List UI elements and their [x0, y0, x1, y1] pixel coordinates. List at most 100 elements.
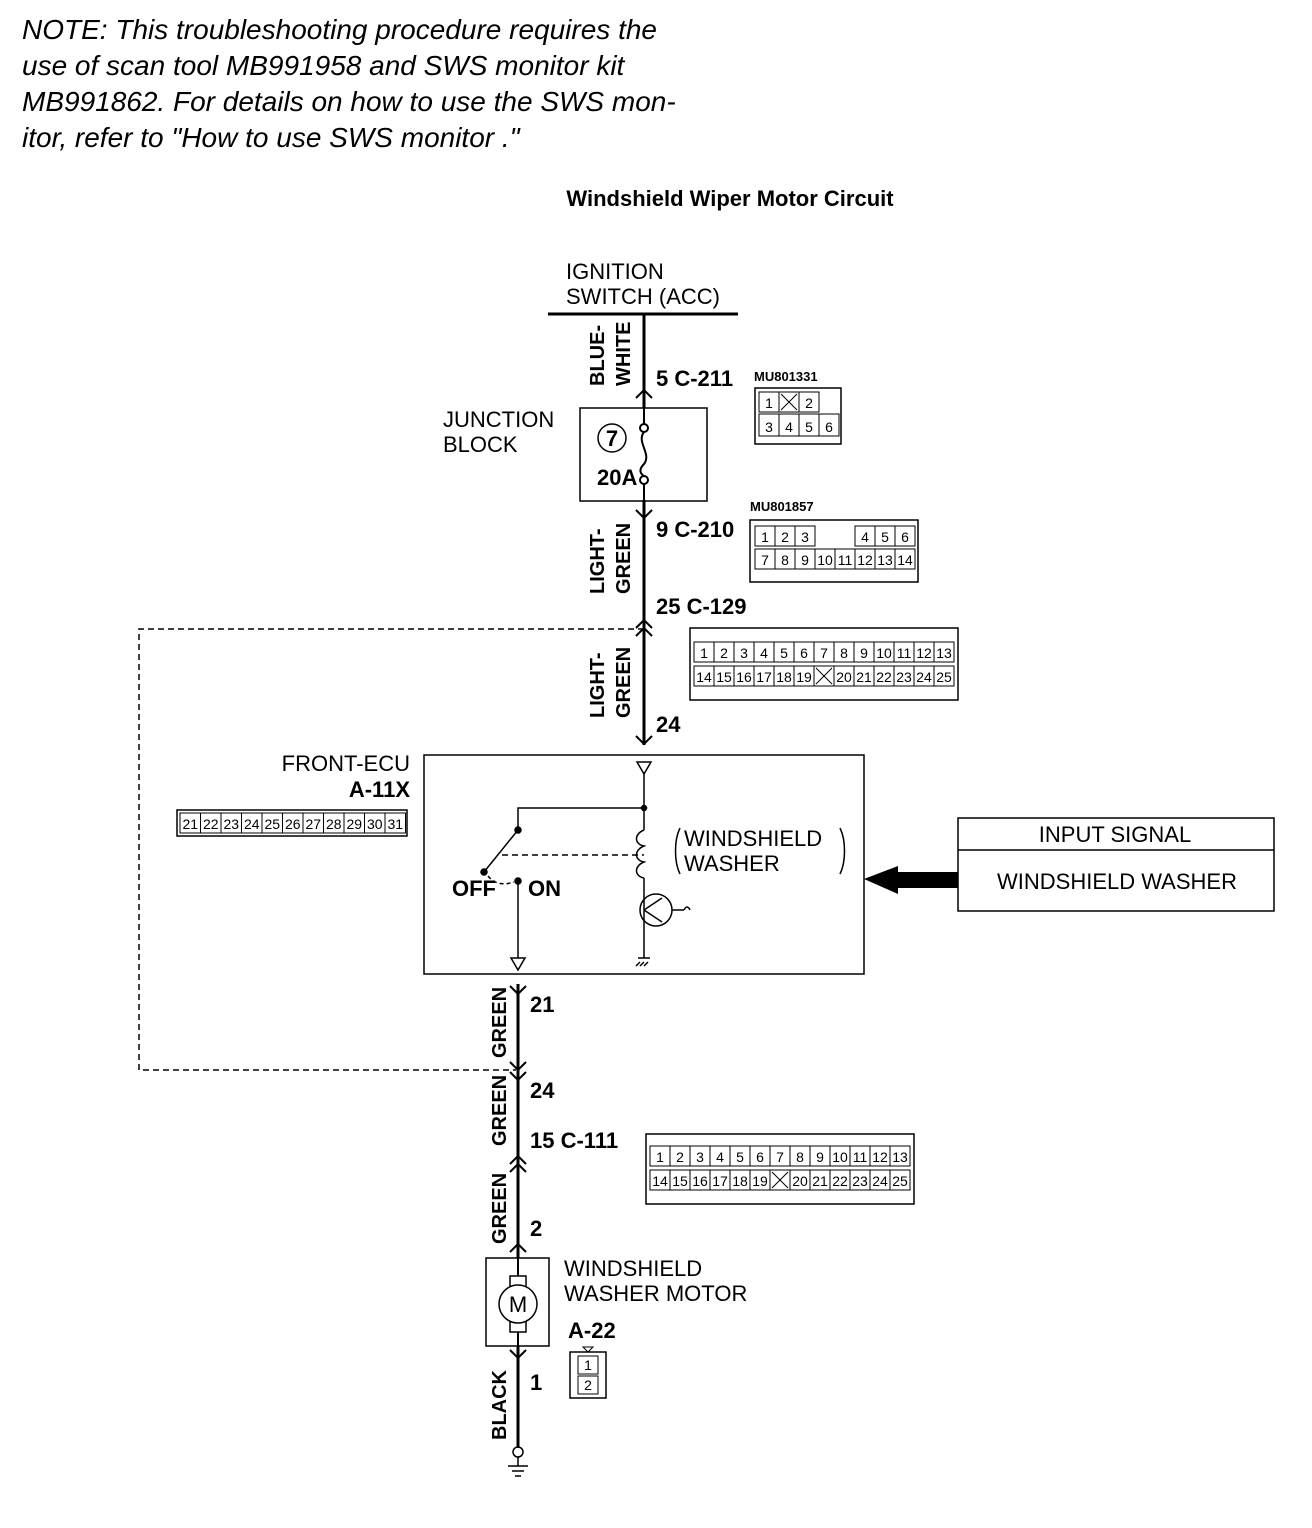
input-arrow-icon	[864, 866, 958, 894]
mu801331-pin-label: 3	[765, 419, 773, 435]
c129-pin-label: 7	[820, 645, 828, 661]
c129-pin-label: 25	[936, 669, 952, 685]
junction-block: JUNCTION BLOCK 7 20A	[443, 407, 708, 502]
front-ecu-label: FRONT-ECU	[282, 751, 410, 776]
note-line-3: MB991862. For details on how to use the …	[22, 86, 676, 117]
mu801331-pin-label: 6	[825, 419, 833, 435]
wire-light-green-a-label-2: GREEN	[613, 523, 635, 594]
c111-pin-label: 9	[816, 1149, 824, 1165]
c111-pin-label: 24	[872, 1173, 888, 1189]
pin-motor-out: 1	[530, 1370, 542, 1395]
a22-cell	[577, 1375, 599, 1395]
pin-ecu-out: 21	[530, 992, 554, 1017]
connector-markers-lower	[509, 985, 527, 1360]
c129-pin-label: 14	[696, 669, 712, 685]
c129-pin-label: 15	[716, 669, 732, 685]
wire-green-c-label: GREEN	[489, 1173, 511, 1244]
switch-off-label: OFF	[452, 876, 496, 901]
pin-c111: 15 C-111	[530, 1128, 618, 1153]
mu801857-pin-label: 10	[817, 552, 833, 568]
c111-pin-label: 1	[656, 1149, 664, 1165]
c129-pin-label: 17	[756, 669, 772, 685]
c129-pin-label: 8	[840, 645, 848, 661]
c129-cell	[933, 641, 955, 663]
wire-green-a-label: GREEN	[489, 987, 511, 1058]
mu801331-pin-label: 2	[805, 395, 813, 411]
c111-cell	[889, 1145, 911, 1167]
ground-icon	[508, 1446, 528, 1477]
a11x-pin-label: 31	[387, 816, 403, 832]
c129-pin-label: 19	[796, 669, 812, 685]
c129-pin-label: 9	[860, 645, 868, 661]
connector-a11x	[176, 809, 408, 837]
fuse-number: 7	[606, 426, 618, 451]
input-signal-box: INPUT SIGNAL WINDSHIELD WASHER	[864, 817, 1275, 912]
input-signal-header: INPUT SIGNAL	[1039, 822, 1191, 847]
connector-mu801857-part: MU801857	[750, 499, 814, 514]
mu801857-pin-label: 12	[857, 552, 873, 568]
a11x-pin-label: 26	[285, 816, 301, 832]
c111-pin-label: 25	[892, 1173, 908, 1189]
mu801331-cell	[798, 391, 820, 413]
wire-blue-white-label-1: BLUE-	[587, 325, 609, 386]
mu801857-pin-label: 5	[881, 529, 889, 545]
pin-c211: 5 C-211	[656, 366, 733, 391]
mu801857-pin-label: 11	[838, 552, 853, 568]
a22-pin-label: 2	[584, 1377, 592, 1393]
a11x-pin-label: 24	[244, 816, 260, 832]
pin-c129: 25 C-129	[656, 594, 747, 619]
c129-pin-label: 13	[936, 645, 952, 661]
a11x-pin-label: 21	[182, 816, 198, 832]
a11x-pin-label: 22	[203, 816, 219, 832]
c129-pin-label: 3	[740, 645, 748, 661]
fuse-number-circle	[597, 423, 627, 453]
mu801331-cell	[818, 413, 840, 437]
c111-pin-label: 14	[652, 1173, 668, 1189]
a11x-pin-label: 23	[223, 816, 239, 832]
c129-pin-label: 11	[897, 645, 912, 661]
c129-pin-label: 18	[776, 669, 792, 685]
c111-pin-label: 10	[832, 1149, 848, 1165]
c129-pin-label: 24	[916, 669, 932, 685]
relay-label-1: WINDSHIELD	[684, 826, 822, 851]
mu801857-cell	[894, 548, 916, 570]
wire-light-green-a-label-1: LIGHT-	[587, 528, 609, 594]
switch-on-label: ON	[528, 876, 561, 901]
mu801331-blank-mark	[780, 393, 798, 411]
mu801857-pin-label: 6	[901, 529, 909, 545]
c129-pin-label: 23	[896, 669, 912, 685]
c111-pin-label: 6	[756, 1149, 764, 1165]
a11x-pin-label: 25	[264, 816, 280, 832]
c111-pin-label: 11	[853, 1149, 868, 1165]
wire-blue-white-label-2: WHITE	[613, 322, 635, 386]
c111-pin-label: 2	[676, 1149, 684, 1165]
wire-light-green-b-label-2: GREEN	[613, 647, 635, 718]
motor-symbol: M	[509, 1292, 527, 1317]
note-line-4: itor, refer to "How to use SWS monitor .…	[22, 122, 520, 153]
a11x-pin-label: 27	[305, 816, 321, 832]
motor-icon	[498, 1284, 538, 1324]
input-signal-value: WINDSHIELD WASHER	[997, 869, 1237, 894]
a22-cell	[577, 1355, 599, 1375]
c129-blank-mark	[815, 667, 833, 685]
pin-ecu-in: 24	[656, 712, 681, 737]
ignition-switch: IGNITION SWITCH (ACC)	[548, 259, 738, 316]
c111-pin-label: 16	[692, 1173, 708, 1189]
mu801331-pin-label: 1	[765, 395, 773, 411]
a11x-pin-label: 28	[326, 816, 342, 832]
mu801857-cell	[794, 525, 816, 547]
c111-cell	[889, 1169, 911, 1191]
connector-markers-upper	[635, 388, 653, 746]
ecu-internal-circuit	[480, 761, 846, 972]
wire-light-green-b-label-1: LIGHT-	[587, 652, 609, 718]
c111-pin-label: 13	[892, 1149, 908, 1165]
mu801857-pin-label: 14	[897, 552, 913, 568]
c129-pin-label: 20	[836, 669, 852, 685]
mu801331-pin-label: 5	[805, 419, 813, 435]
fuse-icon	[639, 408, 649, 500]
motor-label-1: WINDSHIELD	[564, 1256, 702, 1281]
